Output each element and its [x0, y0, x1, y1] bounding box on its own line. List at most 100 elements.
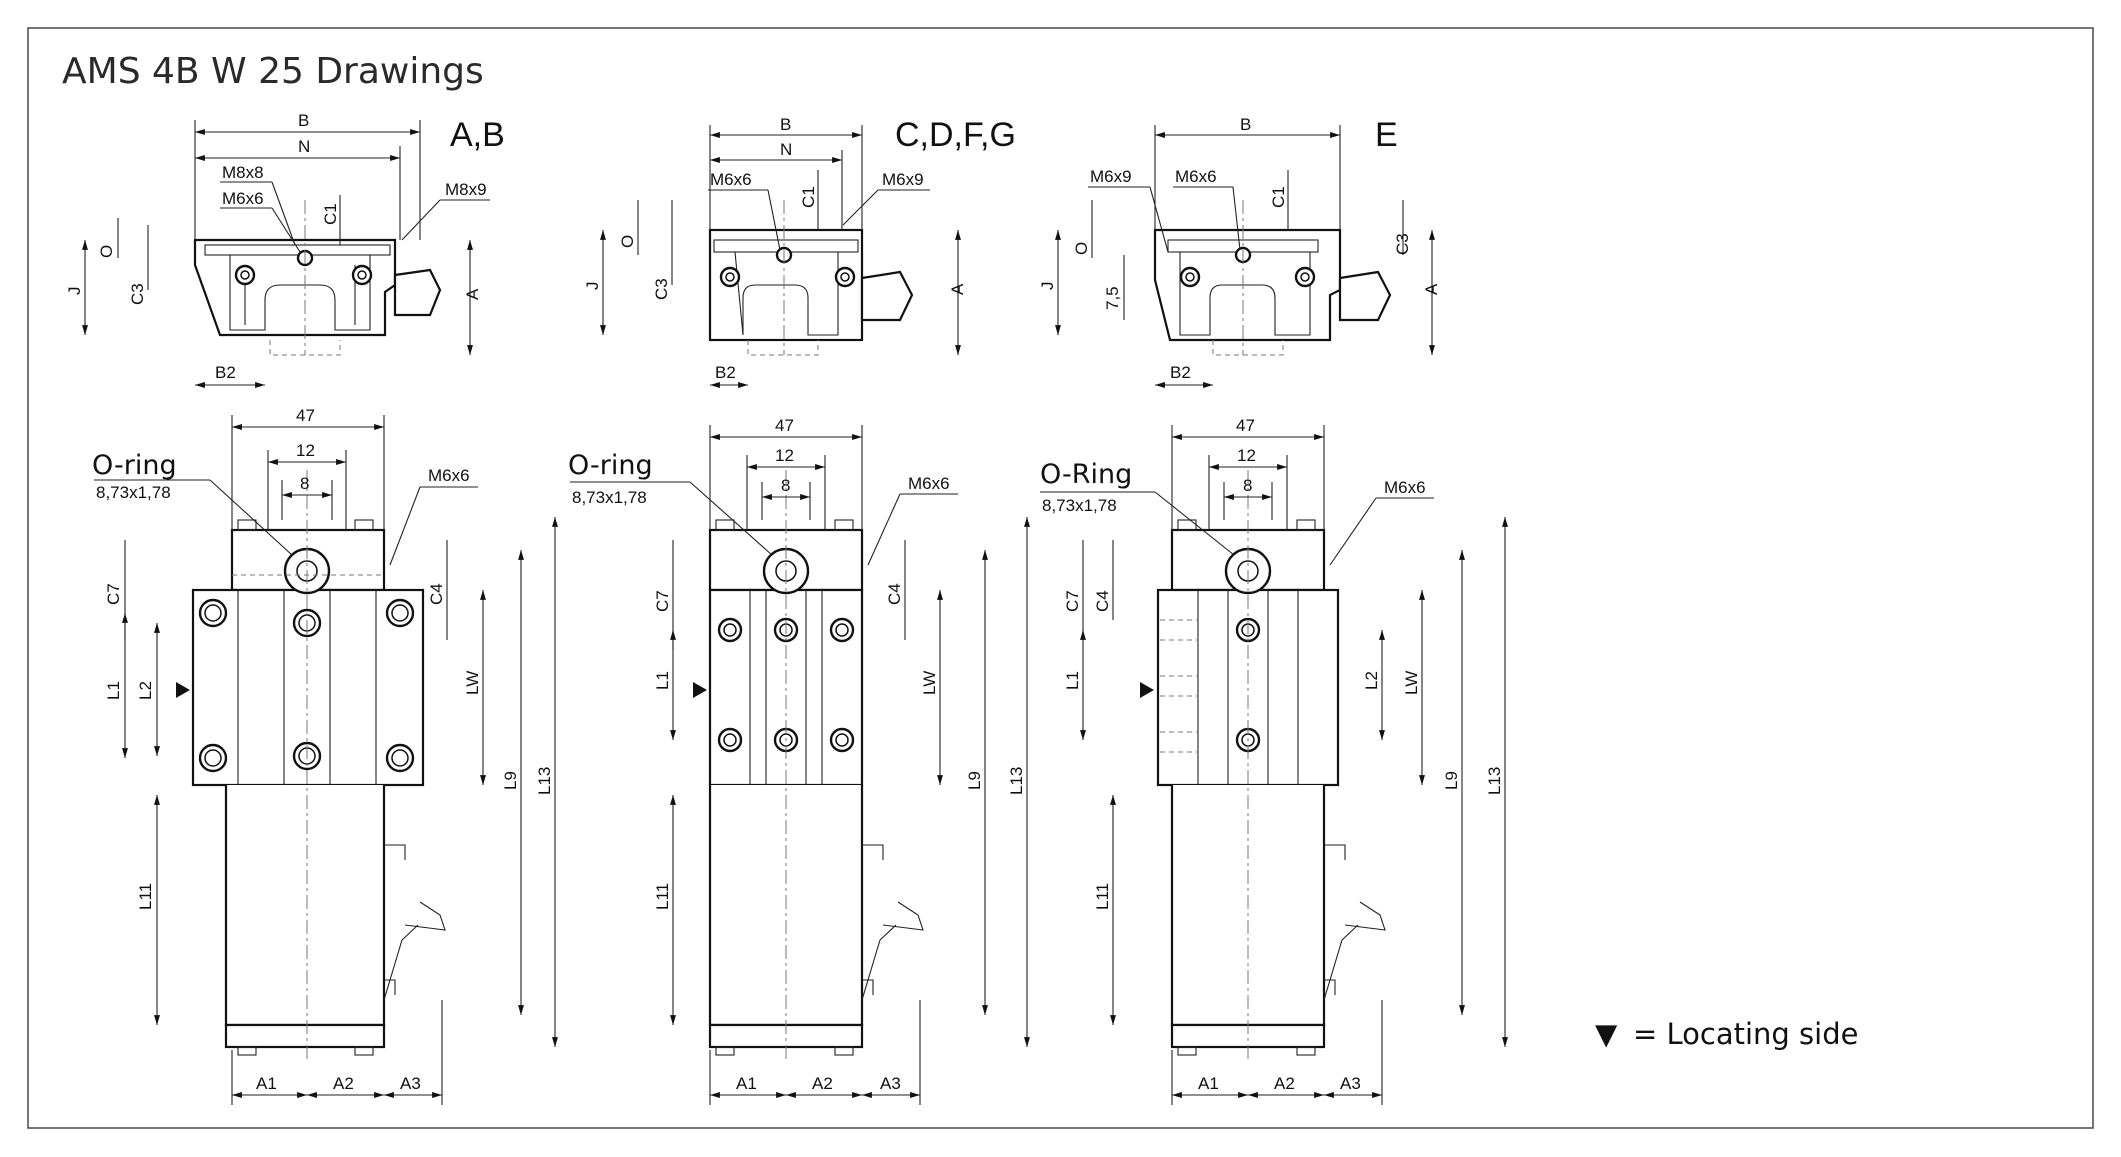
dim-label: C4	[427, 583, 446, 605]
dim-label: C1	[799, 186, 818, 208]
dim-label: A	[463, 288, 482, 300]
dim-label: O	[618, 235, 637, 248]
oring-label: O-Ring	[1040, 459, 1132, 490]
callout-label: M8x9	[445, 180, 487, 199]
dim-label: C3	[128, 283, 147, 305]
top-view-ab: B N A J O C3 C1 B2 M8x8 M6x6 M8x9	[65, 111, 490, 388]
dim-label: A3	[1340, 1074, 1361, 1093]
dim-label: O	[97, 245, 116, 258]
dim-label: A2	[1274, 1074, 1295, 1093]
dim-label: C3	[652, 278, 671, 300]
dim-label: O	[1072, 242, 1091, 255]
thread-label: M6x6	[428, 466, 470, 485]
dim-label: A2	[812, 1074, 833, 1093]
group-label: C,D,F,G	[895, 116, 1016, 154]
dim-label: C7	[1063, 590, 1082, 612]
dim-label: A1	[256, 1074, 277, 1093]
dim-label: C1	[1269, 186, 1288, 208]
dim-label: L2	[1362, 671, 1381, 690]
callout-label: M6x6	[710, 170, 752, 189]
side-view-cdfg: 47 12 8 O-ring 8,73x1,78 M6x6 C7 L1 C4 L…	[568, 416, 1030, 1105]
callout-label: M6x6	[1175, 167, 1217, 186]
dim-label: J	[65, 287, 84, 296]
oring-label: O-ring	[92, 450, 177, 481]
legend: ▼ = Locating side	[1595, 1017, 1858, 1051]
group-cdfg: C,D,F,G B N A J O C3 C1	[568, 115, 1030, 1105]
callout-label: M8x8	[222, 163, 264, 182]
dim-label: J	[1038, 282, 1057, 291]
dim-label: 8	[300, 474, 309, 493]
dim-label: LW	[463, 671, 482, 695]
dim-label: A3	[880, 1074, 901, 1093]
locating-side-marker	[176, 682, 190, 698]
dim-label: L13	[1485, 767, 1504, 795]
dim-label: L11	[136, 883, 155, 910]
dim-label: L1	[104, 681, 123, 700]
dim-label: B	[298, 111, 309, 130]
dim-label: C4	[1093, 590, 1112, 612]
dim-label: L9	[1442, 771, 1461, 790]
dim-label: 8	[781, 476, 790, 495]
callout-label: M6x6	[222, 189, 264, 208]
dim-label: C7	[104, 583, 123, 605]
dim-label: A1	[1198, 1074, 1219, 1093]
top-view-cdfg: B N A J O C3 C1 B2 M6x6 M6x9	[583, 115, 967, 388]
locating-side-marker	[693, 682, 707, 698]
dim-label: 12	[296, 441, 315, 460]
dim-label: N	[780, 140, 792, 159]
dim-label: 7,5	[1103, 286, 1122, 310]
group-label: A,B	[450, 116, 505, 154]
sheet-title: AMS 4B W 25 Drawings	[62, 51, 484, 92]
dim-label: L9	[965, 771, 984, 790]
dim-label: A3	[400, 1074, 421, 1093]
dim-label: B	[780, 115, 791, 134]
callout-label: M6x9	[1090, 167, 1132, 186]
dim-label: L9	[501, 771, 520, 790]
dim-label: L13	[1007, 767, 1026, 795]
group-label: E	[1375, 116, 1398, 154]
dim-label: L2	[136, 681, 155, 700]
dim-label: 47	[1236, 416, 1255, 435]
dim-label: B2	[1170, 363, 1191, 382]
dim-label: C1	[321, 203, 340, 225]
dim-label: 47	[296, 406, 315, 425]
locating-side-marker	[1140, 682, 1154, 698]
dim-label: L1	[1063, 671, 1082, 690]
dim-label: 12	[775, 446, 794, 465]
dim-label: L1	[653, 671, 672, 690]
dim-label: A	[1422, 283, 1441, 295]
group-ab: A,B B N A J O	[65, 111, 558, 1105]
side-view-e: 47 12 8 O-Ring 8,73x1,78 M6x6 C7 C4 L1 L…	[1040, 416, 1508, 1105]
callout-label: M6x9	[882, 170, 924, 189]
oring-size: 8,73x1,78	[96, 483, 171, 502]
dim-label: 47	[775, 416, 794, 435]
dim-label: B2	[215, 363, 236, 382]
locating-side-symbol: ▼	[1595, 1017, 1618, 1051]
thread-label: M6x6	[908, 474, 950, 493]
dim-label: C4	[885, 583, 904, 605]
dim-label: B2	[715, 363, 736, 382]
side-view-ab: 47 12 8 O-ring 8,73x1,78 M6x6 C7 L1 L2 C…	[92, 406, 558, 1105]
dim-label: N	[298, 137, 310, 156]
legend-text: = Locating side	[1633, 1017, 1858, 1051]
dim-label: A2	[333, 1074, 354, 1093]
oring-label: O-ring	[568, 450, 653, 481]
top-view-e: B A C3 J O 7,5 C1 B2 M6x9 M6x6	[1038, 115, 1441, 388]
dim-label: J	[583, 282, 602, 291]
dim-label: L11	[653, 883, 672, 910]
oring-size: 8,73x1,78	[572, 488, 647, 507]
dim-label: C7	[653, 590, 672, 612]
dim-label: LW	[1402, 671, 1421, 695]
dim-label: 12	[1237, 446, 1256, 465]
oring-size: 8,73x1,78	[1042, 496, 1117, 515]
sheet-border	[27, 27, 2094, 1129]
thread-label: M6x6	[1384, 478, 1426, 497]
dim-label: LW	[920, 671, 939, 695]
dim-label: B	[1240, 115, 1251, 134]
dim-label: L11	[1093, 883, 1112, 910]
dim-label: 8	[1243, 476, 1252, 495]
dim-label: L13	[535, 767, 554, 795]
dim-label: A	[948, 283, 967, 295]
dim-label: C3	[1393, 233, 1412, 255]
